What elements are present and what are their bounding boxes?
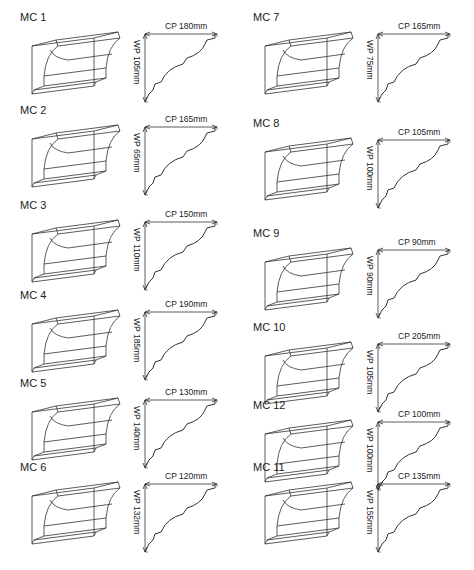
height-dimension: WP 65mm xyxy=(133,133,142,173)
moulding-code: MC 8 xyxy=(253,118,279,129)
height-dimension: WP 75mm xyxy=(366,40,375,80)
moulding-code: MC 2 xyxy=(20,105,46,116)
height-dimension: WP 110mm xyxy=(133,228,142,272)
height-dimension: WP 100mm xyxy=(366,146,375,190)
height-dimension: WP 90mm xyxy=(366,256,375,296)
projection-dimension: CP 135mm xyxy=(398,472,440,481)
projection-dimension: CP 165mm xyxy=(398,22,440,31)
moulding-code: MC 10 xyxy=(253,322,285,333)
moulding-code: MC 12 xyxy=(253,400,285,411)
moulding-code: MC 5 xyxy=(20,378,46,389)
moulding-code: MC 3 xyxy=(20,200,46,211)
projection-dimension: CP 165mm xyxy=(165,115,207,124)
projection-dimension: CP 130mm xyxy=(165,388,207,397)
projection-dimension: CP 205mm xyxy=(398,332,440,341)
height-dimension: WP 185mm xyxy=(133,318,142,362)
moulding-code: MC 4 xyxy=(20,290,46,301)
height-dimension: WP 100mm xyxy=(366,428,375,472)
moulding-code: MC 7 xyxy=(253,12,279,23)
moulding-code: MC 9 xyxy=(253,228,279,239)
moulding-code: MC 11 xyxy=(253,462,285,473)
height-dimension: WP 140mm xyxy=(133,406,142,450)
projection-dimension: CP 90mm xyxy=(398,238,436,247)
height-dimension: WP 105mm xyxy=(133,40,142,84)
projection-dimension: CP 180mm xyxy=(165,22,207,31)
height-dimension: WP 132mm xyxy=(133,490,142,534)
projection-dimension: CP 120mm xyxy=(165,472,207,481)
projection-dimension: CP 100mm xyxy=(398,410,440,419)
height-dimension: WP 105mm xyxy=(366,350,375,394)
height-dimension: WP 155mm xyxy=(366,490,375,534)
projection-dimension: CP 105mm xyxy=(398,128,440,137)
moulding-code: MC 6 xyxy=(20,462,46,473)
projection-dimension: CP 150mm xyxy=(165,210,207,219)
projection-dimension: CP 190mm xyxy=(165,300,207,309)
moulding-code: MC 1 xyxy=(20,12,46,23)
